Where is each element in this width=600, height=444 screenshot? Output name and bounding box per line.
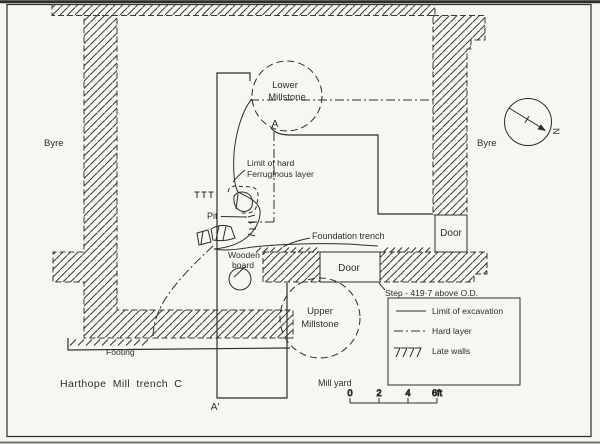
hard-layer-lines [152, 99, 433, 339]
west-wall [52, 15, 294, 339]
scale-tick-label: 6ft [432, 388, 443, 398]
south-wall-left [262, 251, 321, 283]
plan-labels: Byre Byre Lower Millstone A Limit of har… [44, 80, 497, 413]
lower-millstone-circle [251, 60, 323, 132]
ferruginous-label: Limit of hard [247, 158, 295, 168]
section-a-label: A [272, 119, 279, 130]
byre-right-label: Byre [477, 138, 497, 149]
pit-stone [196, 229, 212, 246]
late-walls [51, 4, 488, 339]
ferruginous-pointer-line [232, 169, 246, 183]
scale-tick-label: 0 [347, 388, 352, 398]
south-door-label: Door [338, 263, 360, 274]
scale-tick-label: 4 [405, 388, 410, 398]
excavation-step-line [270, 127, 433, 215]
upper-millstone-label: Upper [307, 306, 333, 317]
foundation-trench-ticks [255, 247, 431, 253]
pit-tick-marks [194, 191, 257, 237]
wooden-board-label: Wooden [228, 250, 260, 260]
footing-ticks [69, 339, 149, 346]
legend-item-label: Hard layer [432, 326, 472, 336]
foundation-trench-contour [213, 243, 379, 251]
foundation-pointer-line [282, 237, 311, 248]
wooden-board-label: board [232, 260, 254, 270]
legend-item-label: Late walls [432, 346, 470, 356]
pit-stone [233, 191, 253, 212]
doors [319, 214, 468, 283]
pit-label: Pit [207, 211, 218, 221]
south-door-opening [319, 251, 381, 283]
lower-millstone-label: Millstone [268, 92, 306, 103]
ferruginous-limit-curve [213, 98, 261, 250]
mill-yard-label: Mill yard [318, 378, 352, 388]
north-wall [51, 4, 436, 16]
upper-millstone-label: Millstone [301, 319, 339, 330]
legend-item-label: Limit of excavation [432, 306, 503, 316]
east-door-opening [434, 214, 468, 253]
pit-pointer-line [220, 216, 248, 218]
scale-bar: 0 2 4 6ft [347, 388, 443, 404]
north-arrow-icon: N [504, 98, 561, 146]
ferruginous-label: Ferruginous layer [247, 169, 314, 179]
pit-stone [210, 224, 236, 242]
excavation-curves [213, 98, 386, 291]
step-pointer-line [378, 282, 386, 291]
footing-label: Footing [106, 347, 135, 357]
legend-box [387, 297, 521, 386]
east-door-label: Door [440, 228, 462, 239]
wooden-board [228, 265, 252, 291]
lower-millstone-label: Lower [272, 80, 298, 91]
wooden-board-pointer-line [233, 265, 247, 278]
foundation-trench-label: Foundation trench [312, 231, 385, 241]
legend: Limit of excavation Hard layer Late wall… [387, 297, 521, 386]
scale-tick-label: 2 [376, 388, 381, 398]
pit-features [194, 185, 259, 246]
step-label: Step - 419·7 above O.D. [385, 288, 478, 298]
legend-hatch-sample [394, 347, 422, 358]
byre-left-label: Byre [44, 138, 64, 149]
north-label: N [551, 128, 561, 135]
section-a-prime-label: A′ [211, 402, 220, 413]
south-wall-right [379, 251, 488, 283]
footing-outline [67, 338, 291, 351]
figure-caption: Harthope Mill trench C [60, 378, 182, 390]
upper-millstone-circle [279, 277, 361, 359]
